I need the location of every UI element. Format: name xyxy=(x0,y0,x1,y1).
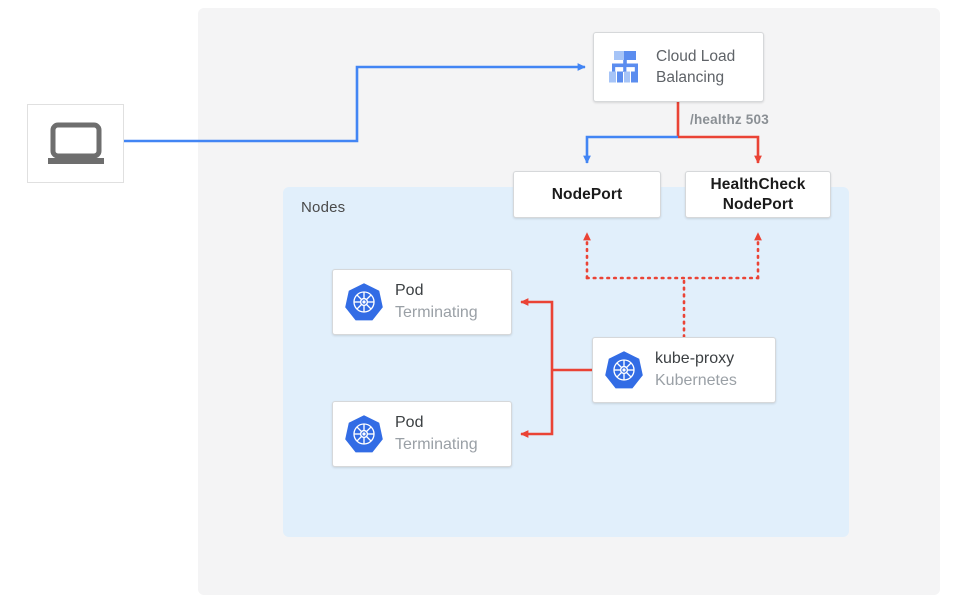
nodes-region-label: Nodes xyxy=(301,199,346,216)
cloud-load-balancing-line-1: Cloud Load xyxy=(656,48,736,65)
cloud-load-balancing-icon-wrap xyxy=(594,49,656,85)
kubernetes-icon xyxy=(345,415,383,453)
cloud-load-balancing-text: Cloud Load Balancing xyxy=(656,46,735,88)
laptop-icon xyxy=(47,122,104,164)
kube-proxy-node[interactable]: kube-proxy Kubernetes xyxy=(592,337,776,403)
cloud-load-balancing-line-2: Balancing xyxy=(656,69,725,86)
kubernetes-icon xyxy=(345,283,383,321)
kubernetes-icon xyxy=(605,351,643,389)
healthcheck-nodeport-line-2: NodePort xyxy=(722,195,794,213)
pod-2-text: Pod Terminating xyxy=(395,412,478,456)
pod-2-status: Terminating xyxy=(395,436,478,453)
healthcheck-nodeport-line-1: HealthCheck xyxy=(710,175,806,193)
kube-proxy-text: kube-proxy Kubernetes xyxy=(655,348,737,392)
pod-1-status: Terminating xyxy=(395,304,478,321)
pod-1-icon-wrap xyxy=(333,282,395,322)
pod-1-text: Pod Terminating xyxy=(395,280,478,324)
pod-node-2[interactable]: Pod Terminating xyxy=(332,401,512,467)
cloud-load-balancing-icon xyxy=(609,51,638,83)
healthcheck-nodeport-node[interactable]: HealthCheck NodePort xyxy=(685,171,831,218)
healthz-edge-label: /healthz 503 xyxy=(690,112,769,127)
nodeport-node[interactable]: NodePort xyxy=(513,171,661,218)
kube-proxy-icon-wrap xyxy=(593,350,655,390)
pod-1-name: Pod xyxy=(395,282,424,299)
pod-2-name: Pod xyxy=(395,414,424,431)
kube-proxy-name: kube-proxy xyxy=(655,350,735,367)
nodeport-label: NodePort xyxy=(551,185,623,203)
healthcheck-nodeport-text: HealthCheck NodePort xyxy=(711,175,806,215)
kube-proxy-subtitle: Kubernetes xyxy=(655,372,737,389)
client-node[interactable] xyxy=(27,104,124,183)
cloud-load-balancing-node[interactable]: Cloud Load Balancing xyxy=(593,32,764,102)
pod-2-icon-wrap xyxy=(333,414,395,454)
pod-node-1[interactable]: Pod Terminating xyxy=(332,269,512,335)
